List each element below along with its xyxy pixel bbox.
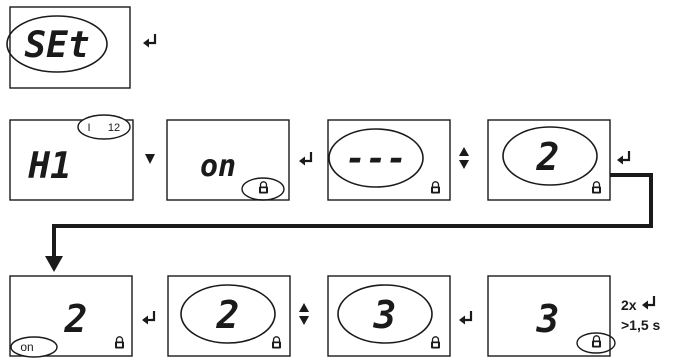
display-three-b: 3: [487, 275, 616, 357]
display-three-a: 3: [327, 275, 451, 357]
display-two-a-value: 2: [536, 135, 560, 179]
display-h1-value: H1: [27, 146, 71, 187]
display-two-b: 2 on: [9, 275, 133, 358]
display-two-c: 2: [167, 275, 291, 357]
display-dashes-value: ---: [345, 139, 406, 179]
enter-arrow-icon: [297, 150, 313, 167]
display-two-a: 2: [487, 119, 611, 201]
enter-arrow-icon: [640, 294, 656, 311]
down-triangle-icon: [145, 154, 155, 164]
connector-line: [52, 173, 653, 257]
display-on: on: [166, 119, 290, 201]
h1-indicator-right: 12: [108, 122, 120, 134]
up-down-triangle-icon: [459, 147, 469, 169]
display-three-a-value: 3: [373, 293, 397, 337]
repeat-count-label: 2x: [621, 297, 637, 313]
hold-duration-label: >1,5 s: [621, 317, 661, 333]
display-two-b-value: 2: [64, 297, 88, 341]
enter-arrow-icon: [141, 32, 157, 49]
display-h1: H1 I 12: [9, 114, 134, 201]
display-on-value: on: [200, 149, 236, 184]
status-on-label: on: [20, 340, 33, 354]
display-dashes: ---: [327, 119, 451, 201]
display-set-value: SEt: [24, 25, 89, 66]
connector-arrowhead: [45, 256, 63, 272]
h1-indicator-left: I: [87, 122, 90, 134]
display-two-c-value: 2: [216, 293, 240, 337]
enter-arrow-icon: [615, 149, 631, 166]
enter-arrow-icon: [457, 309, 473, 326]
display-three-b-value: 3: [536, 297, 560, 341]
up-down-triangle-icon: [299, 303, 309, 325]
enter-arrow-icon: [140, 309, 156, 326]
display-set: SEt: [6, 6, 131, 89]
